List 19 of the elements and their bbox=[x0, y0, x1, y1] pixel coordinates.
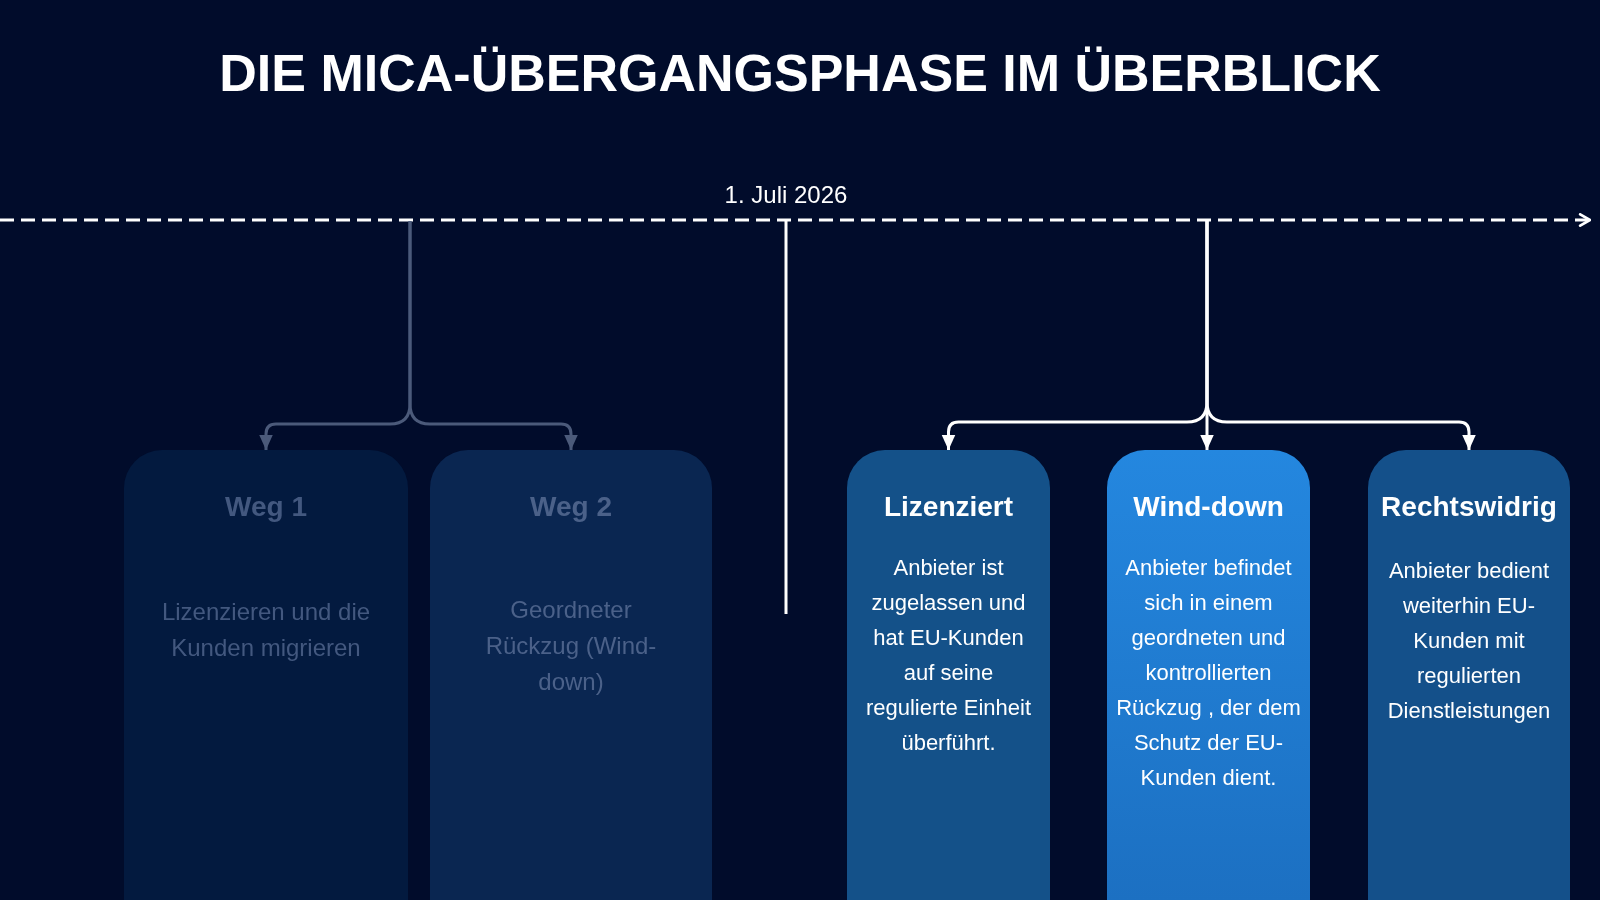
card-heading: Weg 1 bbox=[225, 490, 307, 524]
date-label: 1. Juli 2026 bbox=[724, 181, 848, 209]
card-text: Anbieter befindet sich in einem geordneten und kontrollierten Rückzug , der dem Schutz der EU-Kunden dient. bbox=[1115, 554, 1302, 792]
card-heading: Weg 2 bbox=[530, 490, 612, 524]
info-card bbox=[1107, 450, 1310, 900]
info-card bbox=[1368, 450, 1570, 900]
info-card bbox=[847, 450, 1050, 900]
branch-arrow bbox=[408, 221, 578, 450]
card-text: Anbieter ist zugelassen und hat EU-Kunden auf seine regulierte Einheit überführt. bbox=[864, 554, 1033, 757]
card-text: Geordneter Rückzug (Wind-down) bbox=[484, 595, 658, 697]
branch-arrow bbox=[1205, 221, 1476, 450]
card-heading: Wind-down bbox=[1133, 490, 1284, 524]
card-heading: Rechtswidrig bbox=[1381, 490, 1557, 524]
diagram-title: DIE MICA-ÜBERGANGSPHASE IM ÜBERBLICK bbox=[219, 43, 1381, 104]
info-card bbox=[124, 450, 408, 900]
card-text: Lizenzieren und die Kunden migrieren bbox=[160, 597, 372, 663]
card-heading: Lizenziert bbox=[883, 490, 1014, 524]
info-card bbox=[430, 450, 712, 900]
card-text: Anbieter bedient weiterhin EU-Kunden mit regulierten Dienstleistungen bbox=[1386, 557, 1552, 725]
